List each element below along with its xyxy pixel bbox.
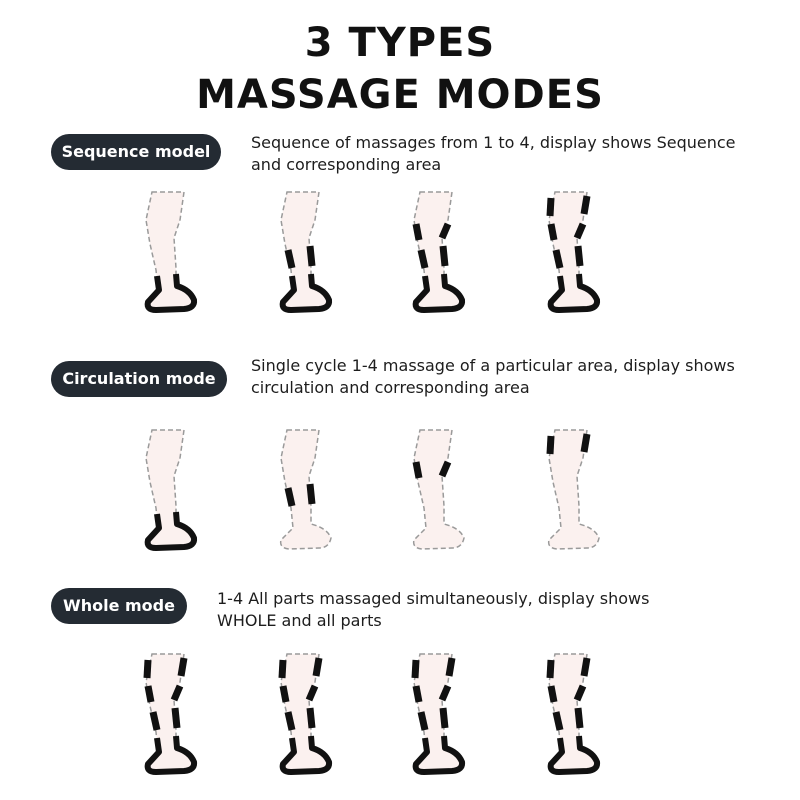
thigh-segment [546,435,555,455]
leg-icon [278,653,333,775]
leg-illustration [543,190,613,320]
knee-segment [438,684,452,702]
knee-segment [573,222,587,240]
knee-segment [438,460,452,478]
leg-illustration [543,428,613,558]
leg-icon [546,429,600,550]
calf-segment [574,245,584,267]
calf-segment [306,483,316,505]
whole-mode-description: 1-4 All parts massaged simultaneously, d… [217,589,650,630]
calf-segment [306,707,316,729]
calf-segment [284,487,296,507]
thigh-segment [580,657,591,677]
leg-icon [279,191,333,313]
leg-illustration [275,652,345,782]
calf-segment [149,711,161,731]
thigh-segment [312,657,323,677]
foot-segment [412,735,466,775]
calf-segment [306,245,316,267]
knee-segment [438,222,452,240]
leg-illustration [140,652,210,782]
circulation-mode-description: Single cycle 1-4 massage of a particular… [251,356,735,397]
sequence-mode-badge: Sequence model [51,134,221,170]
leg-icon [412,191,466,313]
thigh-segment [278,659,287,679]
foot-segment [412,273,466,313]
foot-segment [144,273,198,313]
leg-icon [546,191,601,313]
thigh-segment [580,195,591,215]
circulation-mode-badge: Circulation mode [51,361,227,397]
whole-mode-legs [140,652,660,782]
calf-segment [284,711,296,731]
foot-segment [144,511,198,551]
leg-icon [411,653,466,775]
leg-illustration [408,428,478,558]
leg-icon [144,191,198,313]
thigh-segment [411,659,420,679]
knee-segment [547,685,558,703]
calf-segment [552,711,564,731]
thigh-segment [177,657,188,677]
knee-segment [170,684,184,702]
leg-illustration [543,652,613,782]
knee-segment [573,684,587,702]
thigh-segment [445,657,456,677]
leg-icon [143,653,198,775]
foot-segment [547,273,601,313]
leg-icon [412,429,465,550]
thigh-segment [580,433,591,453]
leg-illustration [140,190,210,320]
knee-segment [412,223,423,241]
knee-segment [412,461,423,479]
calf-segment [171,707,181,729]
knee-segment [144,685,155,703]
leg-icon [546,653,601,775]
calf-segment [574,707,584,729]
leg-icon [279,429,332,550]
calf-segment [417,249,429,269]
calf-segment [417,711,429,731]
sequence-mode-legs [140,190,660,320]
leg-icon [144,429,198,551]
foot-segment [144,735,198,775]
page-title-line-1: 3 TYPES [304,20,496,66]
leg-illustration [408,190,478,320]
leg-illustration [275,428,345,558]
foot-segment [279,273,333,313]
leg-illustration [140,428,210,558]
knee-segment [279,685,290,703]
foot-segment [547,735,601,775]
whole-mode-badge: Whole mode [51,588,187,624]
leg-illustration [275,190,345,320]
calf-segment [439,245,449,267]
knee-segment [547,223,558,241]
calf-segment [439,707,449,729]
thigh-segment [546,659,555,679]
foot-segment [279,735,333,775]
calf-segment [552,249,564,269]
sequence-mode-description: Sequence of massages from 1 to 4, displa… [251,133,736,174]
page-title-line-2: MASSAGE MODES [196,72,604,118]
thigh-segment [143,659,152,679]
calf-segment [284,249,296,269]
leg-illustration [408,652,478,782]
knee-segment [305,684,319,702]
thigh-segment [546,197,555,217]
circulation-mode-legs [140,428,660,558]
knee-segment [412,685,423,703]
